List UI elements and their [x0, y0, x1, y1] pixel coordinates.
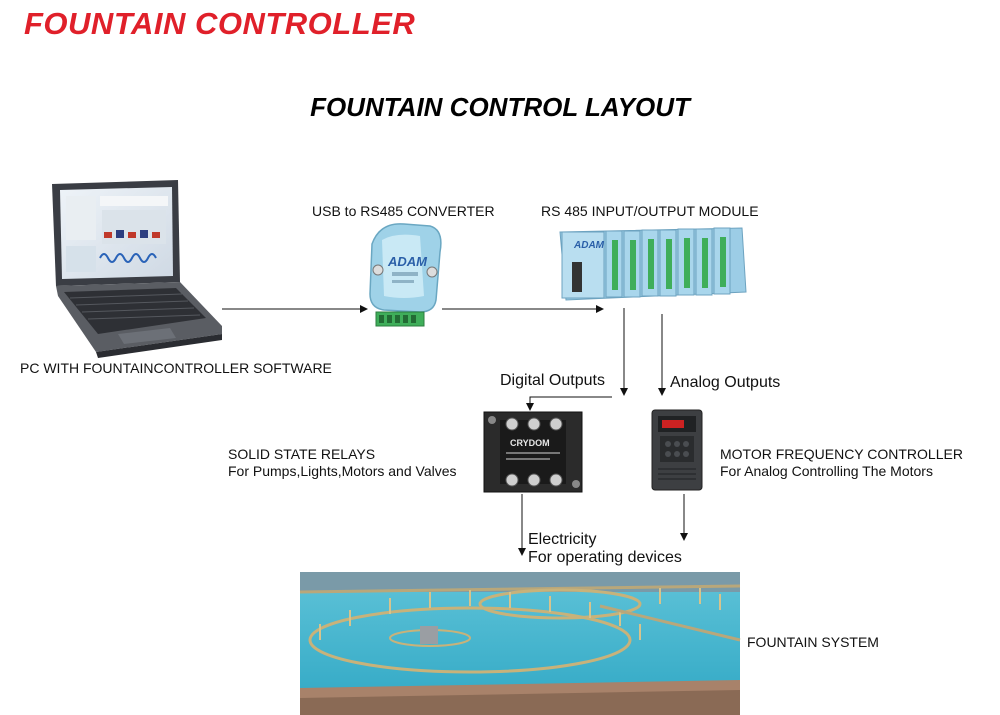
label-io-module: RS 485 INPUT/OUTPUT MODULE — [541, 203, 759, 219]
label-digital-outputs: Digital Outputs — [500, 372, 605, 389]
label-electricity: Electricity — [528, 531, 597, 548]
diagram-title: FOUNTAIN CONTROL LAYOUT — [310, 92, 690, 122]
io-module-image: ADAM — [559, 227, 747, 301]
usb-converter-image: ADAM — [369, 223, 442, 327]
label-motor-sub: For Analog Controlling The Motors — [720, 463, 933, 479]
fountain-system-image — [299, 572, 741, 715]
header-title: FOUNTAIN CONTROLLER — [24, 6, 416, 41]
label-relays-sub: For Pumps,Lights,Motors and Valves — [228, 463, 457, 479]
label-motor-title: MOTOR FREQUENCY CONTROLLER — [720, 446, 963, 462]
solid-state-relay-image: CRYDOM — [483, 411, 583, 493]
label-analog-outputs: Analog Outputs — [670, 374, 781, 391]
converter-brand-text: ADAM — [387, 254, 428, 269]
frequency-controller-image — [651, 409, 703, 491]
label-electricity-sub: For operating devices — [528, 549, 682, 566]
arrow-digital-to-relay — [526, 396, 612, 411]
label-relays-title: SOLID STATE RELAYS — [228, 446, 376, 462]
relay-brand-text: CRYDOM — [510, 438, 550, 448]
laptop-pc-image — [52, 180, 222, 358]
label-fountain-system: FOUNTAIN SYSTEM — [747, 634, 879, 650]
module-brand-text: ADAM — [573, 240, 605, 251]
label-usb-converter: USB to RS485 CONVERTER — [312, 203, 495, 219]
label-pc: PC WITH FOUNTAINCONTROLLER SOFTWARE — [20, 360, 332, 376]
